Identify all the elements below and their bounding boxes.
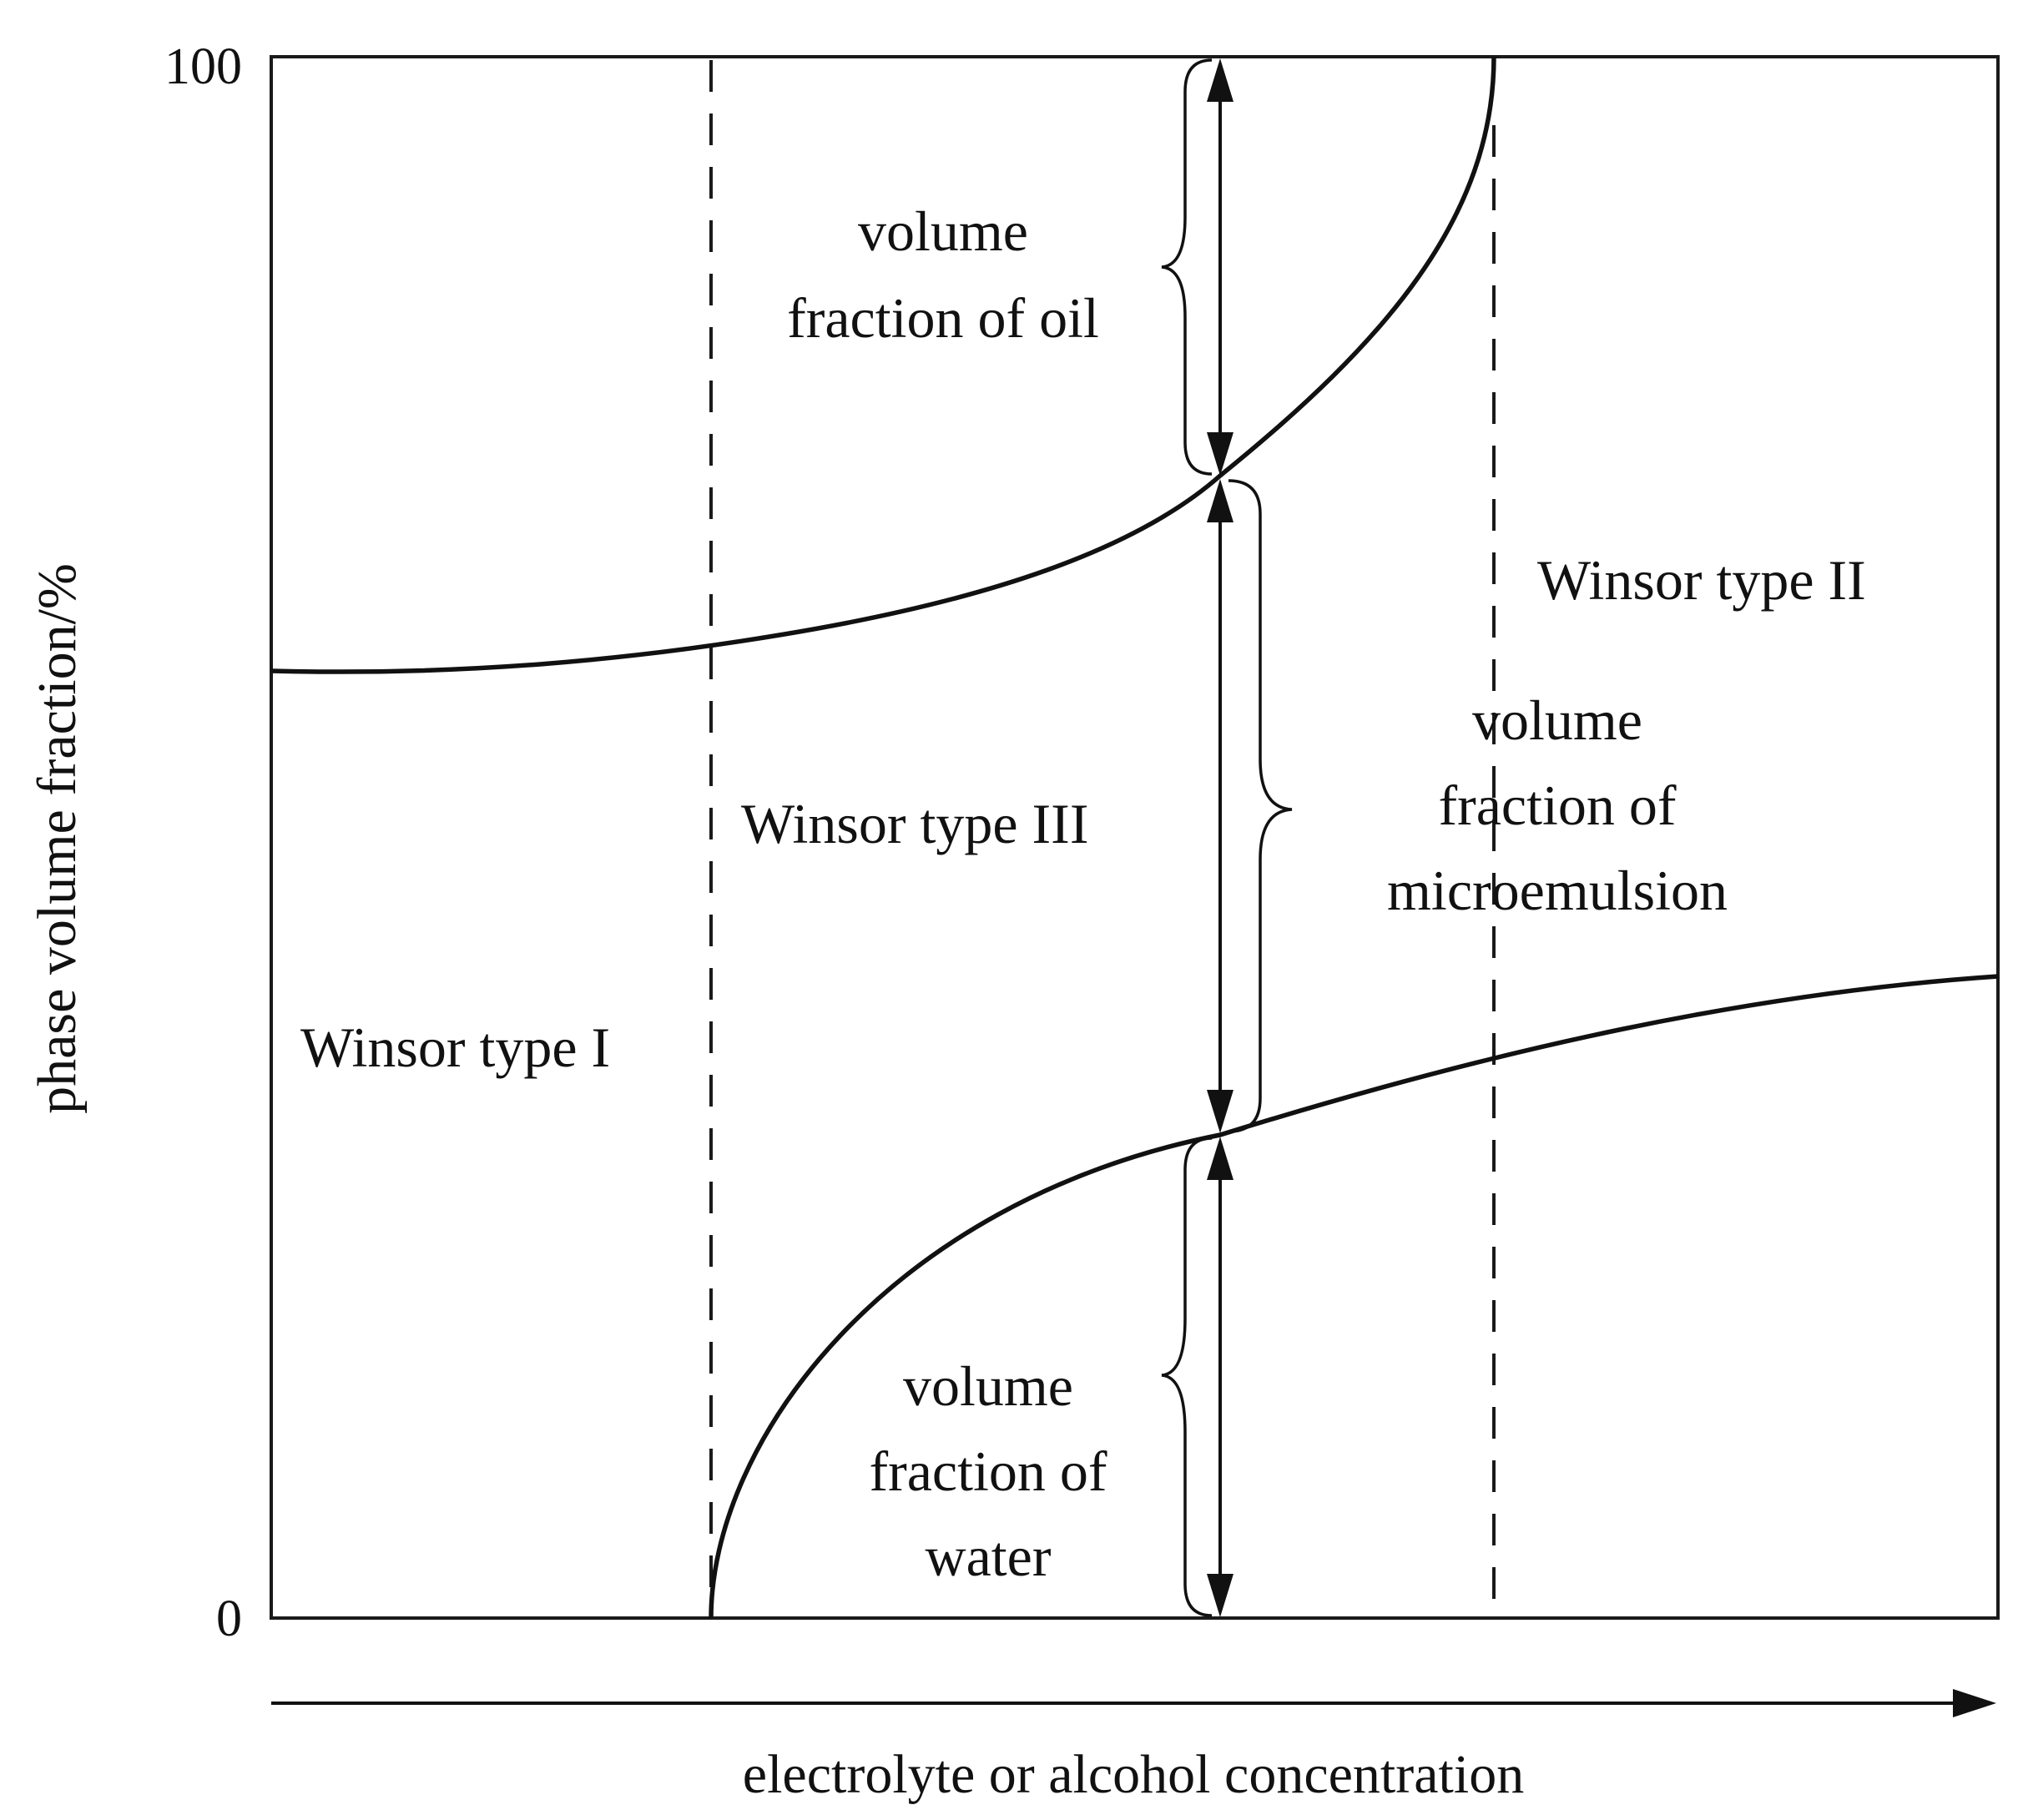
water-arrow-head-bottom bbox=[1207, 1574, 1233, 1617]
water-annotation-line1: volume bbox=[903, 1354, 1073, 1418]
microemulsion-arrow-head-top bbox=[1207, 479, 1233, 522]
water-brace bbox=[1161, 1137, 1213, 1617]
oil-brace bbox=[1161, 58, 1213, 476]
region-label-type1: Winsor type I bbox=[300, 1016, 610, 1079]
x-axis-title: electrolyte or alcohol concentration bbox=[743, 1744, 1524, 1805]
microemulsion-arrow-head-bottom bbox=[1207, 1090, 1233, 1133]
y-tick-100: 100 bbox=[164, 38, 242, 95]
lower-phase-curve bbox=[709, 974, 1999, 1619]
oil-arrow-head-bottom bbox=[1207, 432, 1233, 476]
water-annotation-line3: water bbox=[925, 1525, 1051, 1588]
x-direction-arrow-head bbox=[1953, 1689, 1996, 1717]
region-label-type3: Winsor type III bbox=[741, 792, 1088, 855]
plot-frame bbox=[270, 55, 2000, 1620]
oil-arrow-head-top bbox=[1207, 58, 1233, 102]
microemulsion-brace bbox=[1228, 479, 1293, 1133]
region-label-type2: Winsor type II bbox=[1537, 548, 1866, 612]
oil-annotation-line1: volume bbox=[858, 199, 1028, 263]
water-arrow-head-top bbox=[1207, 1137, 1233, 1180]
upper-phase-curve bbox=[270, 56, 1496, 674]
microemulsion-annotation-line2: fraction of bbox=[1438, 774, 1676, 837]
microemulsion-annotation-line1: volume bbox=[1472, 688, 1642, 752]
microemulsion-annotation-line3: microemulsion bbox=[1387, 859, 1728, 922]
water-annotation-line2: fraction of bbox=[869, 1439, 1107, 1503]
oil-annotation-line2: fraction of oil bbox=[787, 286, 1099, 350]
y-axis-title: phase volume fraction/% bbox=[27, 563, 88, 1114]
y-tick-0: 0 bbox=[216, 1591, 242, 1647]
